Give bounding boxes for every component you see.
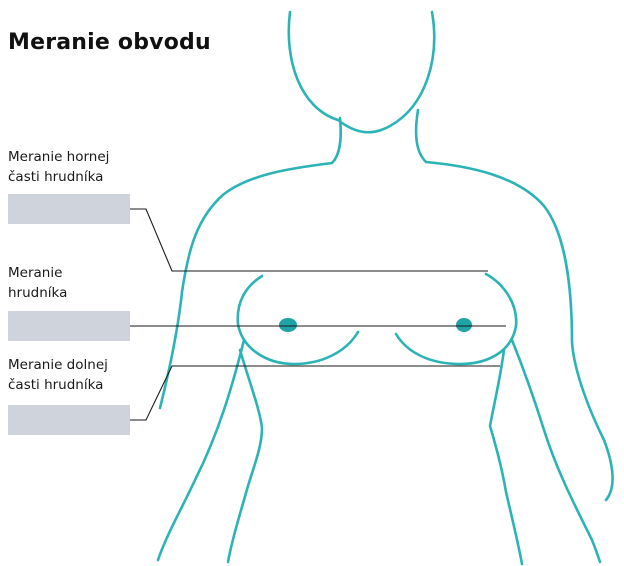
torso-outline	[158, 12, 613, 564]
left-nipple	[279, 318, 297, 332]
upper-chest-line	[130, 209, 488, 271]
left-breast-outline	[238, 276, 358, 364]
right-arm-outer	[426, 162, 613, 500]
right-arm-inner	[512, 340, 600, 562]
measurement-lines	[130, 209, 506, 420]
right-torso-side	[490, 350, 522, 564]
lower-chest-line	[130, 366, 500, 420]
right-breast-outline	[396, 274, 516, 364]
right-nipple	[456, 318, 472, 332]
head-outline	[289, 12, 434, 132]
neck-left	[332, 118, 341, 163]
left-arm-inner	[158, 340, 244, 560]
neck-right	[416, 110, 426, 162]
